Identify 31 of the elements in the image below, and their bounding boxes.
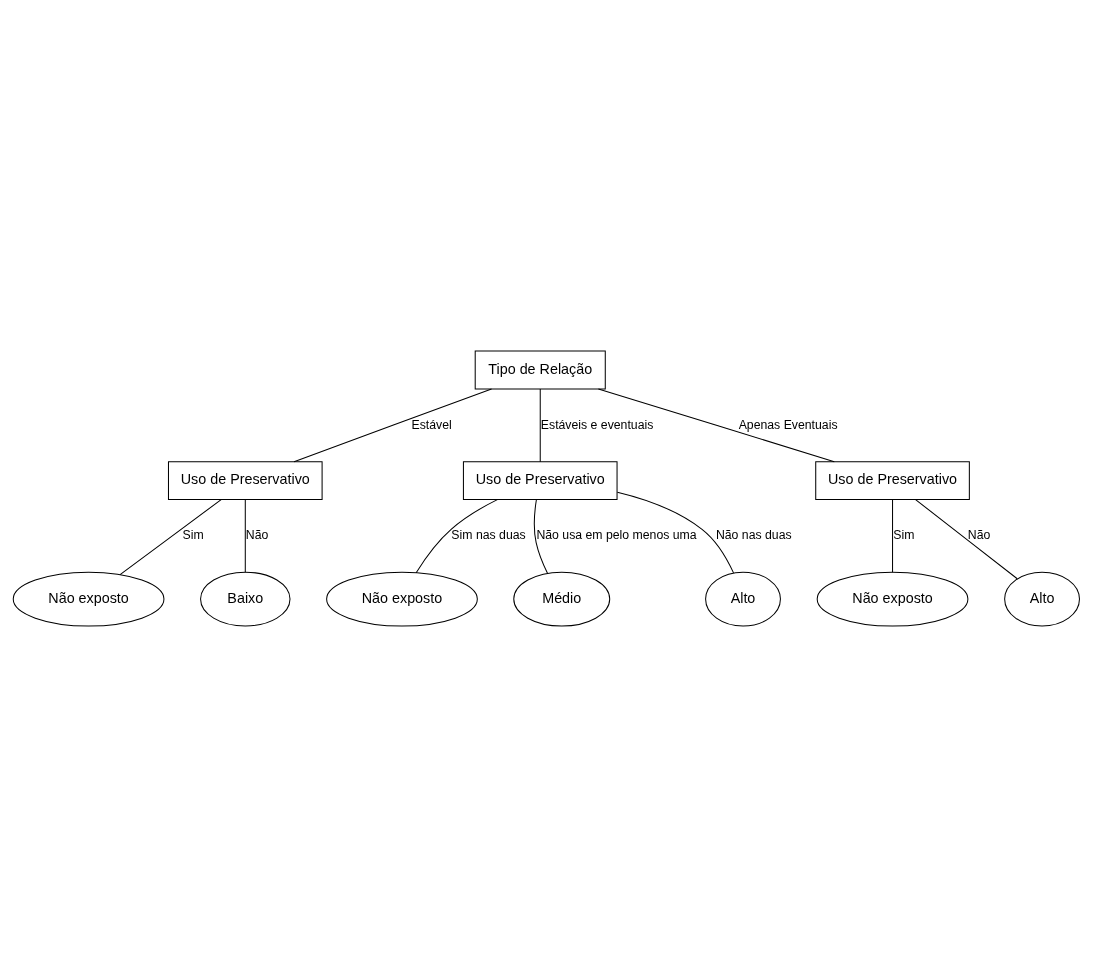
edge-label: Não nas duas xyxy=(715,527,792,542)
connector xyxy=(293,388,493,462)
connector xyxy=(892,498,894,573)
node-ellipse: Não exposto xyxy=(816,571,969,627)
edge-label: Não xyxy=(245,527,269,542)
connector xyxy=(244,498,246,573)
connector xyxy=(597,388,835,462)
connector xyxy=(616,491,735,573)
connector xyxy=(119,498,222,575)
connector xyxy=(533,498,549,574)
edge-label: Não xyxy=(967,527,991,542)
connector xyxy=(915,498,1018,579)
node-box: Uso de Preservativo xyxy=(462,460,618,500)
node-ellipse: Não exposto xyxy=(326,571,478,627)
connector xyxy=(539,388,541,462)
node-box: Uso de Preservativo xyxy=(167,460,323,500)
node-box: Tipo de Relação xyxy=(474,350,606,389)
edge-label: Não usa em pelo menos uma xyxy=(536,527,697,542)
node-ellipse: Alto xyxy=(1004,571,1080,627)
edge-label: Sim nas duas xyxy=(451,527,526,542)
edge-label: Apenas Eventuais xyxy=(738,417,838,432)
node-box: Uso de Preservativo xyxy=(815,460,970,500)
node-ellipse: Não exposto xyxy=(12,571,165,627)
node-ellipse: Médio xyxy=(513,571,611,627)
connector xyxy=(415,498,498,573)
node-ellipse: Alto xyxy=(705,571,781,627)
edge-label: Sim xyxy=(182,527,204,542)
edge-label: Sim xyxy=(893,527,915,542)
edge-label: Estáveis e eventuais xyxy=(540,417,654,432)
edge-label: Estável xyxy=(411,417,452,432)
node-ellipse: Baixo xyxy=(200,571,291,627)
